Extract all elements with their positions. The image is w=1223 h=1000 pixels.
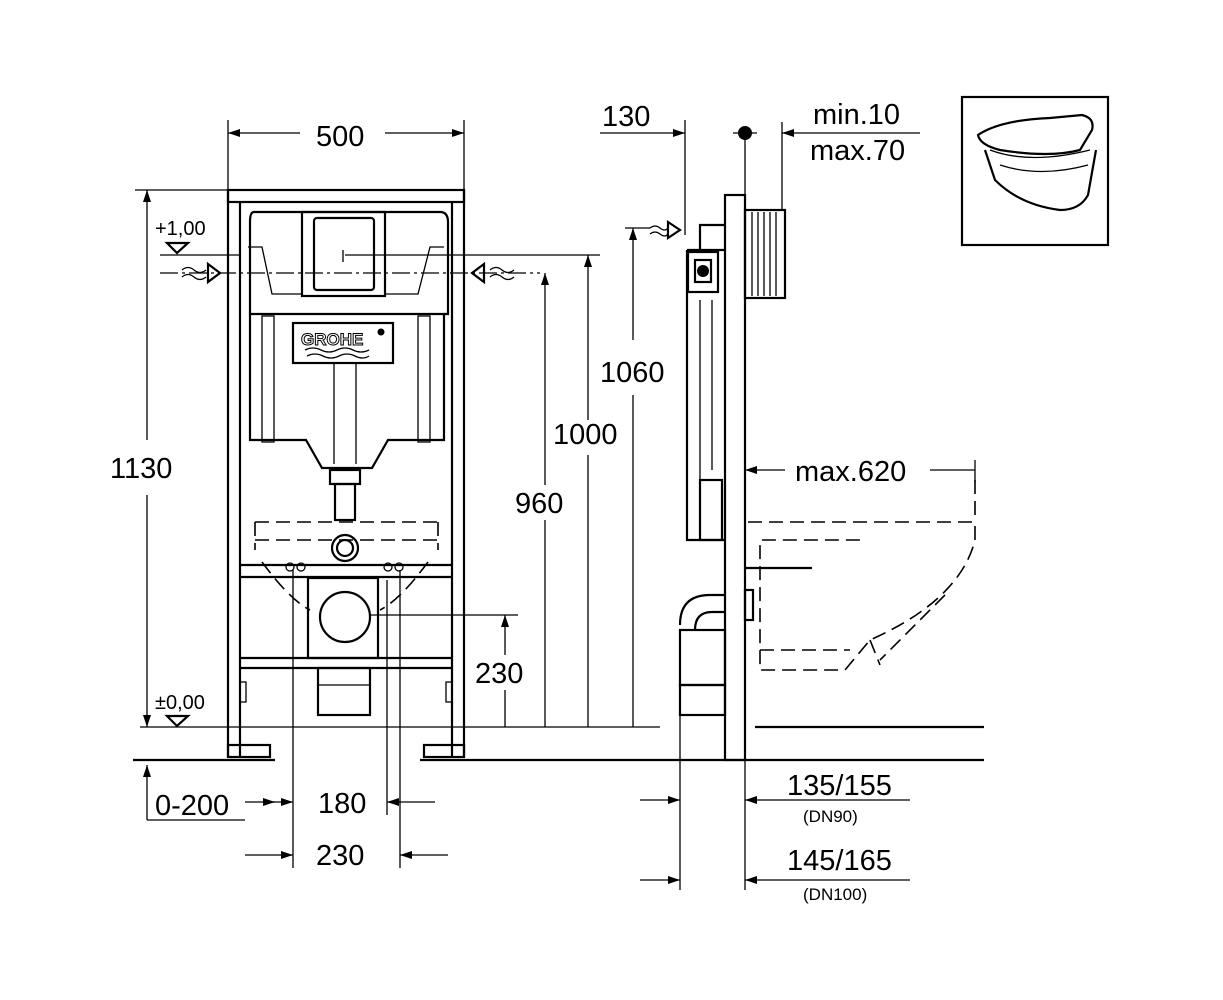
dim-max620-label: max.620 <box>795 456 906 488</box>
dim-dn90-label: 135/155 <box>787 770 892 802</box>
level-top-label: +1,00 <box>155 218 206 240</box>
dim-dn90-note: (DN90) <box>803 807 858 826</box>
side-view: 130 min.10 max.70 1060 max.620 135/155 (… <box>600 99 984 904</box>
wc-bowl-outline <box>748 480 976 671</box>
dimensions-side: 130 min.10 max.70 1060 max.620 135/155 (… <box>600 99 976 904</box>
level-markers: +1,00 ±0,00 <box>155 218 240 728</box>
dim-min-label: min.10 <box>813 99 900 131</box>
dim-960-label: 960 <box>515 488 563 520</box>
dim-1000-label: 1000 <box>553 419 618 451</box>
dim-180-label: 180 <box>318 788 366 820</box>
front-view: GROHE <box>110 120 984 872</box>
wc-thumbnail <box>960 95 1110 247</box>
dim-dn100-note: (DN100) <box>803 885 867 904</box>
mounting-frame <box>226 188 466 759</box>
dim-dn100-label: 145/165 <box>787 845 892 877</box>
height-1130-label: 1130 <box>110 453 172 485</box>
wall-hung-wc-icon <box>976 113 1098 212</box>
width-500-label: 500 <box>316 121 364 153</box>
cistern: GROHE <box>248 210 450 717</box>
brand-logo: GROHE <box>301 330 363 349</box>
dim-130-label: 130 <box>602 101 650 133</box>
dim-0-200-label: 0-200 <box>155 790 229 822</box>
dim-230-width-label: 230 <box>316 840 364 872</box>
dim-230-height-label: 230 <box>475 658 523 690</box>
dim-max-label: max.70 <box>810 135 905 167</box>
water-inlet-symbols <box>160 261 540 285</box>
side-frame <box>649 193 812 762</box>
dim-1060-label: 1060 <box>600 357 665 389</box>
level-floor-label: ±0,00 <box>155 692 205 714</box>
dimensions-front: 500 1130 960 1000 230 0-200 <box>110 120 618 872</box>
